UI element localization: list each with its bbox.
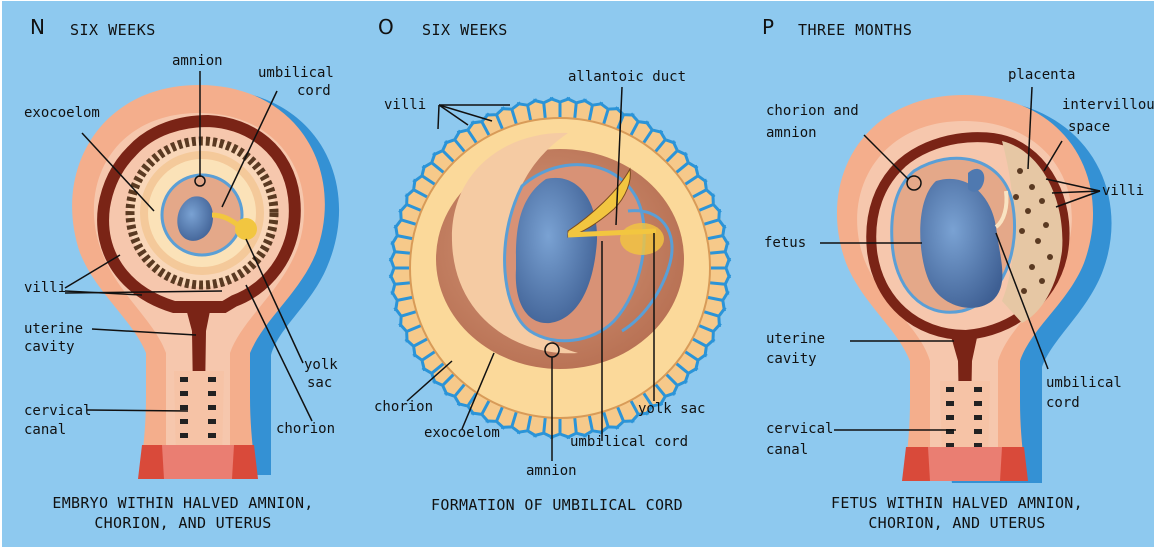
panel-n-heading: SIX WEEKS <box>70 21 156 39</box>
label-yolk-sac: yolk sac <box>638 401 705 418</box>
label-uterine-cavity-line1: uterine <box>766 331 825 348</box>
panel-p-caption: FETUS WITHIN HALVED AMNION, CHORION, AND… <box>792 493 1122 533</box>
label-umbilical-cord-line2: cord <box>297 83 331 100</box>
panel-n-drawing <box>65 71 339 479</box>
label-villi: villi <box>24 280 66 297</box>
label-chorion: chorion <box>276 421 335 438</box>
label-cervical-canal-line1: cervical <box>24 403 91 420</box>
panel-o-caption-line1: FORMATION OF UMBILICAL CORD <box>392 495 722 515</box>
panel-n-caption-line1: EMBRYO WITHIN HALVED AMNION, <box>22 493 344 513</box>
label-cervical-canal-line2: canal <box>766 442 808 459</box>
label-chorion-and-amnion-line2: amnion <box>766 125 817 142</box>
label-umbilical-cord-line1: umbilical <box>1046 375 1122 392</box>
panel-n-caption: EMBRYO WITHIN HALVED AMNION, CHORION, AN… <box>22 493 344 533</box>
panel-p-drawing <box>820 87 1112 483</box>
panel-p-caption-line1: FETUS WITHIN HALVED AMNION, <box>792 493 1122 513</box>
panel-p-letter: P <box>762 15 774 39</box>
label-chorion-and-amnion-line1: chorion and <box>766 103 859 120</box>
label-uterine-cavity-line2: cavity <box>24 339 75 356</box>
label-chorion: chorion <box>374 399 433 416</box>
label-yolk-sac-line2: sac <box>307 375 332 392</box>
panel-o-heading: SIX WEEKS <box>422 21 508 39</box>
label-umbilical-cord-line2: cord <box>1046 395 1080 412</box>
panel-n-caption-line2: CHORION, AND UTERUS <box>22 513 344 533</box>
label-yolk-sac-line1: yolk <box>304 357 338 374</box>
panel-o-caption: FORMATION OF UMBILICAL CORD <box>392 495 722 515</box>
label-amnion: amnion <box>526 463 577 480</box>
label-intervillous-space-line2: space <box>1068 119 1110 136</box>
label-cervical-canal-line1: cervical <box>766 421 833 438</box>
panel-o-letter: O <box>378 15 394 39</box>
label-umbilical-cord-line1: umbilical <box>258 65 334 82</box>
label-uterine-cavity-line2: cavity <box>766 351 817 368</box>
label-allantoic-duct: allantoic duct <box>568 69 686 86</box>
panel-n-letter: N <box>30 15 45 39</box>
label-amnion: amnion <box>172 53 223 70</box>
label-placenta: placenta <box>1008 67 1075 84</box>
label-cervical-canal-line2: canal <box>24 422 66 439</box>
label-exocoelom: exocoelom <box>424 425 500 442</box>
panel-p-caption-line2: CHORION, AND UTERUS <box>792 513 1122 533</box>
panel-p-heading: THREE MONTHS <box>798 21 912 39</box>
label-exocoelom: exocoelom <box>24 105 100 122</box>
label-umbilical-cord: umbilical cord <box>570 434 688 451</box>
label-villi: villi <box>384 97 426 114</box>
label-uterine-cavity-line1: uterine <box>24 321 83 338</box>
label-intervillous-space-line1: intervillous <box>1062 97 1154 114</box>
label-fetus: fetus <box>764 235 806 252</box>
label-villi: villi <box>1102 183 1144 200</box>
